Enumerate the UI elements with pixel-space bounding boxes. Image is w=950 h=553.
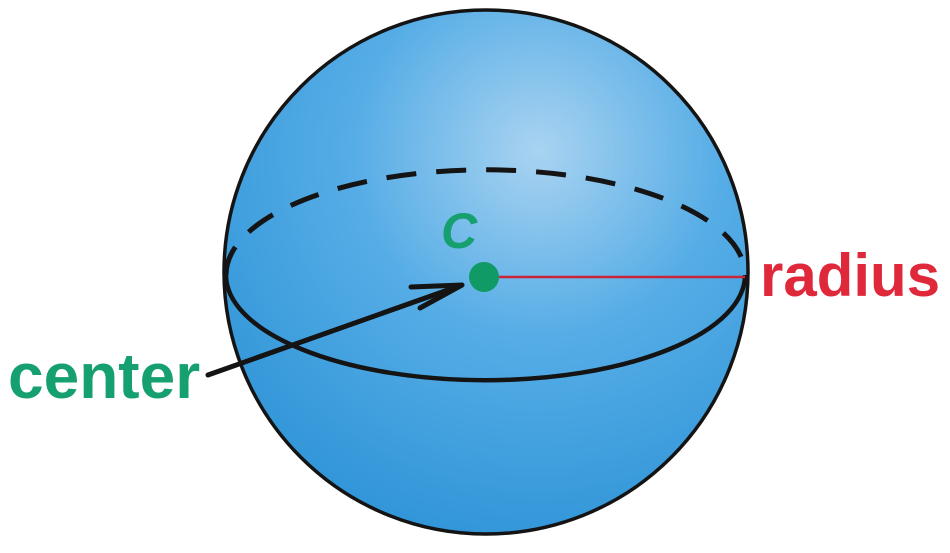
radius-label: radius	[760, 242, 940, 309]
center-arrow-shaft	[205, 282, 465, 378]
great-circle-front	[223, 274, 748, 383]
great-circle-back-dashed	[223, 167, 748, 276]
center-label: center	[8, 340, 200, 412]
center-point-dot	[469, 262, 499, 292]
center-point-label: C	[441, 203, 478, 259]
center-arrow-head	[408, 282, 464, 311]
